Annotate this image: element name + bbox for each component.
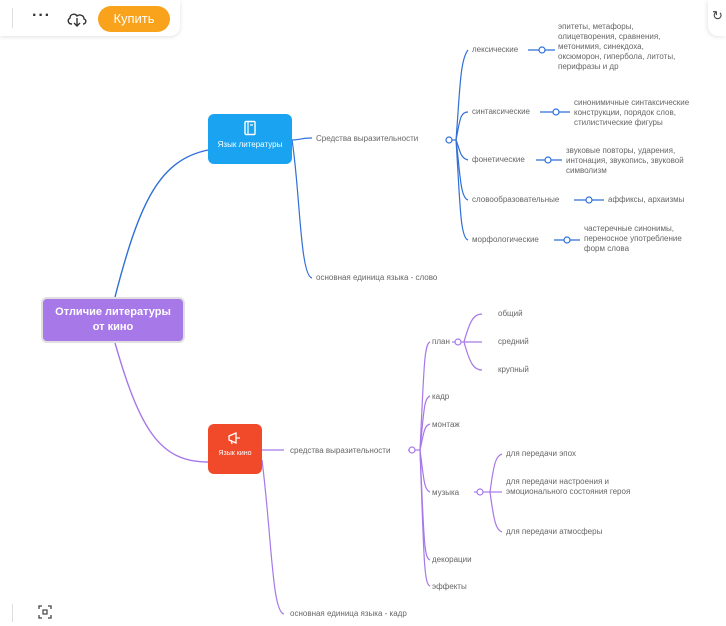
group-lexical[interactable]: лексические [472,45,519,54]
cinema-decorations[interactable]: декорации [432,555,472,564]
group-phonetic[interactable]: фонетические [472,155,525,164]
group-morphological-detail[interactable]: частеречные синонимы, переносное употреб… [584,224,682,253]
megaphone-icon [228,432,240,445]
music-atmosphere[interactable]: для передачи атмосферы [506,527,603,536]
book-icon [244,120,256,136]
music-eras[interactable]: для передачи эпох [506,449,576,458]
download-icon[interactable] [66,10,88,28]
cinema-unit-label[interactable]: основная единица языка - кадр [290,609,407,618]
plan-medium[interactable]: средний [498,337,529,346]
cinema-frame[interactable]: кадр [432,392,450,401]
literature-label: Язык литературы [217,140,283,149]
top-toolbar: ··· Купить [0,0,180,36]
root-label: Отличие литературы от кино [55,306,171,333]
plan-closeup[interactable]: крупный [498,365,529,374]
cinema-label: Язык кино [218,450,252,457]
music-mood[interactable]: для передачи настроения и эмоционального… [506,477,631,496]
right-toolbar: ↻ [708,0,726,36]
buy-button[interactable]: Купить [98,6,170,32]
group-syntactic[interactable]: синтаксические [472,107,531,116]
group-wordformation-detail[interactable]: аффиксы, архаизмы [608,195,685,204]
literature-unit-label[interactable]: основная единица языка - слово [316,273,438,282]
refresh-icon[interactable]: ↻ [712,8,723,23]
more-menu-button[interactable]: ··· [32,7,51,24]
root-node[interactable]: Отличие литературы от кино [41,297,185,343]
toolbar-divider [12,8,13,28]
fit-screen-icon[interactable] [38,605,52,619]
plan-general[interactable]: общий [498,309,523,318]
group-syntactic-detail[interactable]: синонимичные синтаксические конструкции,… [574,98,690,127]
cinema-montage[interactable]: монтаж [432,420,460,429]
cinema-music[interactable]: музыка [432,488,460,497]
cinema-effects[interactable]: эффекты [432,582,467,591]
cinema-plan[interactable]: план [432,337,450,346]
cinema-means-label[interactable]: средства выразительности [290,446,391,455]
literature-node[interactable]: Язык литературы [208,114,292,164]
group-phonetic-detail[interactable]: звуковые повторы, ударения, интонация, з… [566,146,684,175]
bottom-toolbar [0,600,70,626]
group-wordformation[interactable]: словообразовательные [472,195,560,204]
group-lexical-detail[interactable]: эпитеты, метафоры, олицетворения, сравне… [558,22,676,71]
group-morphological[interactable]: морфологические [472,235,539,244]
bottom-divider [12,604,13,622]
literature-means-label[interactable]: Средства выразительности [316,134,419,143]
cinema-node[interactable]: Язык кино [208,424,262,474]
